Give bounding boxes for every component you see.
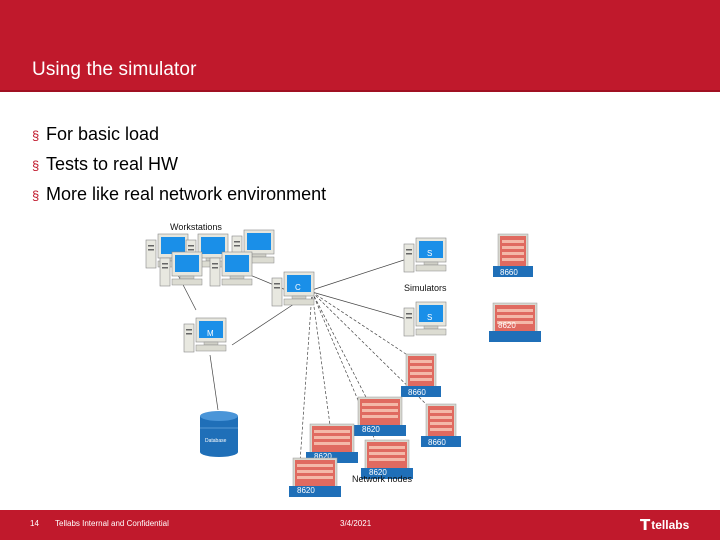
monitor-letter: M: [207, 329, 214, 338]
bullet-text: More like real network environment: [46, 184, 327, 204]
connection-line: [311, 257, 411, 291]
dashed-link: [311, 291, 376, 441]
tellabs-logo-text: tellabs: [651, 518, 690, 532]
database-label: Database: [205, 438, 227, 444]
bullet-text: For basic load: [46, 124, 160, 144]
bullet-list: § For basic load § Tests to real HW § More …: [32, 120, 326, 210]
bullet-text: Tests to real HW: [46, 154, 179, 174]
controller-workstation-icon: [271, 271, 315, 307]
bullet-icon: §: [32, 128, 40, 143]
simulator-workstation-icon: [403, 301, 447, 337]
simulator-letter: S: [427, 313, 432, 322]
node-label: 8620: [498, 321, 516, 330]
monitor-workstation-icon: [183, 317, 227, 353]
dashed-link: [311, 291, 371, 406]
node-label: 8660: [500, 268, 518, 277]
label-workstations: Workstations: [170, 222, 222, 232]
footer-bar: 14 Tellabs Internal and Confidential 3/4…: [0, 510, 720, 540]
node-label: 8620: [369, 468, 387, 477]
node-label: 8620: [362, 425, 380, 434]
bullet-item: § More like real network environment: [32, 180, 326, 210]
bullet-icon: §: [32, 158, 40, 173]
tellabs-logo-icon: T: [640, 516, 651, 534]
connection-line: [311, 291, 411, 321]
slide-date: 3/4/2021: [340, 519, 372, 528]
connection-line: [209, 354, 219, 411]
label-simulators: Simulators: [404, 283, 447, 293]
dashed-link: [299, 291, 313, 463]
bullet-item: § For basic load: [32, 120, 326, 150]
dashed-link: [311, 291, 331, 426]
confidentiality-note: Tellabs Internal and Confidential: [55, 519, 169, 528]
connection-line: [231, 299, 301, 346]
bullet-icon: §: [32, 188, 40, 203]
bullet-item: § Tests to real HW: [32, 150, 326, 180]
title-bar-rule: [0, 90, 720, 92]
label-network-nodes: Network nodes: [352, 474, 413, 484]
node-label: 8620: [297, 486, 315, 495]
controller-letter: C: [295, 283, 301, 292]
slide-title: Using the simulator: [32, 59, 197, 80]
simulator-workstation-icon: [403, 237, 447, 273]
simulator-letter: S: [427, 249, 432, 258]
node-label: 8620: [314, 452, 332, 461]
tellabs-logo: T tellabs: [640, 516, 689, 534]
workstations-group: [145, 229, 275, 287]
dashed-link: [311, 291, 416, 361]
node-label: 8660: [428, 438, 446, 447]
database-icon: [200, 411, 238, 457]
title-bar: Using the simulator: [0, 0, 720, 92]
node-label: 8660: [408, 388, 426, 397]
page-number: 14: [30, 519, 39, 528]
